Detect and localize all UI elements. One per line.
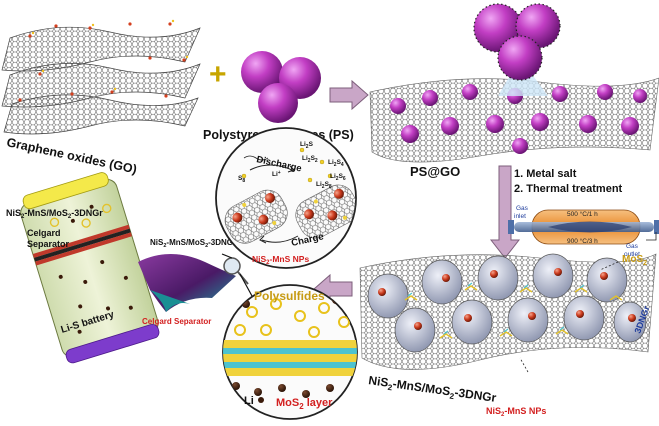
li2s4-label: Li2S4 [328,159,344,168]
tube-furnace [508,209,659,245]
nis2-mns-mos2-3dngr-sheet [359,253,657,370]
nanoparticles-red [378,268,636,330]
arrow-down [489,165,521,259]
gas-outlet-1: Gas [626,243,639,250]
graphene-oxide-stack [1,19,201,135]
temp-900: 900 °C/3 h [567,237,598,245]
zoom-charge-discharge [215,127,357,269]
flap-label: NiS2-MnS/MoS2-3DNG [150,238,233,249]
separator-flap [138,254,236,312]
plus-sign: + [209,58,227,91]
s8-label: S8 [238,175,245,184]
lis-battery [20,172,160,364]
zoom-mos2-layer [222,284,358,420]
ps-on-go [390,84,647,154]
li2s8-label: Li2S8 [316,181,332,190]
polysulfide-species: Li2S Li2S2 Li2S4 Li2S6 Li2S8 [300,141,346,190]
battery-li-dots [58,204,133,334]
mos2-callout: MoS2 [622,254,647,267]
li2s-label: Li2S [300,141,314,150]
hollow-cages [367,253,647,353]
celgard-separator-label: Celgard Separator [142,317,211,326]
temp-500: 500 °C/1 h [567,210,598,218]
arrow-go-to-psgo [329,79,369,111]
ps-go-sheet [369,58,659,163]
battery-celgard-2: Separator [27,239,70,249]
polystyrene-spheres [241,51,321,123]
ps-zoom-cluster [473,3,561,81]
gas-inlet-2: inlet [514,213,526,220]
polysulfides-label: Polysulfides [254,289,325,303]
battery-cathode-label: NiS2-MnS/MoS2-3DNGr [6,208,103,220]
oxygen-groups [18,22,186,102]
mos2-sheets [404,285,623,339]
gas-outlet-2: outlet [624,251,640,258]
nis2-mns-nps-callout: NiS2-MnS NPs [486,406,546,418]
li-legend-label: Li [244,395,254,407]
li2s2-label: Li2S2 [302,155,318,164]
zoom-nps-label: NiS2-MnS NPs [252,254,309,266]
polysulfide-rings [234,298,350,338]
step-metal-salt: 1. Metal salt [514,168,577,180]
mos2-layer-label: MoS2 layer [276,397,333,411]
psgo-label: PS@GO [410,164,460,179]
li-legend-dot [258,397,264,403]
product-label: NiS2-MnS/MoS2-3DNGr [367,373,497,407]
gas-inlet-1: Gas [516,205,529,212]
li-ion-label: Li+ [272,170,281,178]
li2s6-label: Li2S6 [330,173,346,182]
step-thermal-treatment: 2. Thermal treatment [514,183,623,195]
magnifier-icon [221,253,253,297]
battery-celgard-1: Celgard [27,228,61,238]
go-label: Graphene oxides (GO) [5,135,138,176]
